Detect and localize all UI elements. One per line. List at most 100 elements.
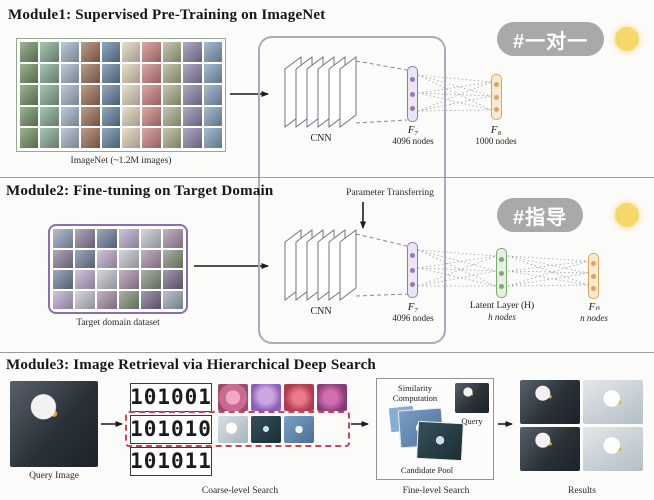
node-dot [591,261,596,267]
dataset-thumbnail [183,85,202,105]
dataset-thumbnail [60,85,80,105]
fine-query-label: Query [461,416,483,426]
dataset-thumbnail [75,290,95,309]
result-image [520,427,580,471]
dataset-thumbnail [75,229,95,248]
dataset-thumbnail [141,270,161,289]
imagenet-dataset-grid [16,38,226,152]
dataset-thumbnail [60,42,80,62]
latent-layer-module2 [496,248,507,298]
dataset-thumbnail [163,270,183,289]
imagenet-caption: ImageNet (~1.2M images) [70,156,172,166]
dataset-thumbnail [162,85,182,105]
fine-query-image [455,383,489,413]
node-dot [591,285,596,291]
dataset-thumbnail [53,249,73,268]
target-dataset-grid [48,224,188,314]
match-thumbnail [218,383,248,411]
fn-layer-module2 [588,253,599,299]
module1-title: Module1: Supervised Pre-Training on Imag… [8,7,326,23]
dataset-thumbnail [40,106,59,127]
dataset-thumbnail [97,290,117,309]
dataset-thumbnail [97,249,117,268]
latent-label-module2: Latent Layer (H) h nodes [469,301,535,322]
binary-code: 101001 [130,382,212,412]
module2-title: Module2: Fine-tuning on Target Domain [6,183,274,199]
dataset-thumbnail [53,290,73,309]
dataset-thumbnail [141,229,161,248]
node-dot [410,106,415,112]
dataset-thumbnail [53,270,73,289]
node-dot [410,282,415,288]
dataset-thumbnail [119,249,139,268]
dataset-thumbnail [121,106,141,127]
dataset-thumbnail [121,42,141,62]
dataset-thumbnail [142,42,161,62]
match-thumbnails [218,415,314,443]
dataset-thumbnail [119,270,139,289]
coarse-row: 101001 [130,381,348,413]
yellow-dot-icon [615,203,639,227]
match-thumbnail [251,383,281,411]
node-dot [494,82,499,88]
match-thumbnail [284,383,314,411]
dataset-thumbnail [119,290,139,309]
cnn2-label: CNN [310,306,332,317]
dataset-thumbnail [101,106,120,127]
dataset-thumbnail [20,42,39,62]
dataset-thumbnail [141,249,161,268]
results-grid [520,380,643,471]
dataset-thumbnail [121,85,141,105]
node-dot [499,270,504,276]
fn-label-module2: Fₙ n nodes [580,301,608,323]
similarity-computation-label: Similarity Computation [392,383,438,403]
dataset-thumbnail [81,42,100,62]
dataset-thumbnail [142,63,161,84]
dataset-thumbnail [203,63,222,84]
dataset-thumbnail [121,128,141,148]
result-image [520,380,580,424]
dataset-thumbnail [183,106,202,127]
dataset-thumbnail [101,85,120,105]
dataset-thumbnail [101,63,120,84]
dataset-thumbnail [101,42,120,62]
node-dot [494,106,499,112]
dataset-thumbnail [163,229,183,248]
dataset-thumbnail [97,229,117,248]
query-image [10,381,98,467]
f7-label-module2: F₇ 4096 nodes [392,301,434,323]
dataset-thumbnail [183,128,202,148]
dataset-thumbnail [60,63,80,84]
yellow-dot-icon [615,27,639,51]
coarse-row: 101010 [125,411,350,447]
query-caption: Query Image [29,471,79,481]
dataset-thumbnail [40,128,59,148]
dataset-thumbnail [81,128,100,148]
parameter-transfer-label: Parameter Transferring [346,188,434,198]
badge-guidance: #指导 [497,198,584,232]
fan-latent-fn [507,255,589,287]
match-thumbnails [218,383,347,411]
dataset-thumbnail [81,63,100,84]
node-dot [410,252,415,258]
node-dot [410,267,415,273]
match-thumbnail [251,415,281,443]
dataset-thumbnail [121,63,141,84]
cnn1-label: CNN [310,133,332,144]
dataset-thumbnail [183,42,202,62]
f7-layer-module1 [407,66,418,122]
dataset-thumbnail [101,128,120,148]
dataset-thumbnail [20,128,39,148]
dataset-thumbnail [163,249,183,268]
dataset-thumbnail [203,106,222,127]
dataset-thumbnail [162,128,182,148]
dataset-thumbnail [203,85,222,105]
coarse-row: 101011 [130,445,348,477]
node-dot [410,76,415,82]
dataset-thumbnail [81,85,100,105]
result-image [583,380,643,424]
dataset-thumbnail [75,249,95,268]
fine-caption: Fine-level Search [402,486,470,496]
